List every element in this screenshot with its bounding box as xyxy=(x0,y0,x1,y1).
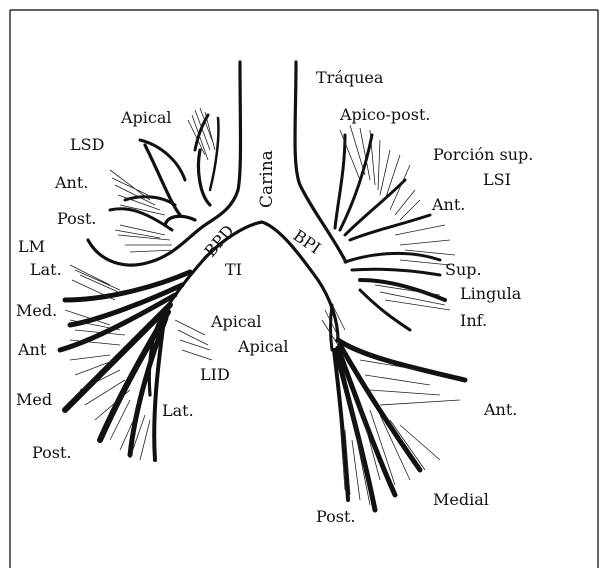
label-ant-lll: Ant. xyxy=(483,400,517,419)
label-bpi: BPI xyxy=(290,226,325,258)
label-apical-rll: Apical xyxy=(210,312,262,331)
label-lm: LM xyxy=(18,237,45,256)
label-post-rll: Post. xyxy=(32,443,71,462)
label-lat-rll: Lat. xyxy=(162,401,194,420)
label-apical-lll: Apical xyxy=(237,337,289,356)
label-medial-lll: Medial xyxy=(433,490,489,509)
label-apical-right: Apical xyxy=(120,108,172,127)
label-post-lll: Post. xyxy=(316,507,355,526)
label-sup-lingula: Sup. xyxy=(445,260,482,279)
label-med-ml: Med. xyxy=(16,301,57,320)
label-lat-ml: Lat. xyxy=(30,260,62,279)
label-ant-rul: Ant. xyxy=(54,173,88,192)
label-carina: Carina xyxy=(257,150,277,208)
label-lingula: Lingula xyxy=(460,284,522,303)
label-post-rul: Post. xyxy=(57,209,96,228)
label-trachea: Tráquea xyxy=(316,68,384,87)
label-ant-rll: Ant xyxy=(17,340,47,359)
label-inf-lingula: Inf. xyxy=(460,311,487,330)
label-ti: TI xyxy=(225,260,242,279)
label-lid: LID xyxy=(200,365,230,384)
right-lung-branches xyxy=(60,115,218,460)
label-porcion-sup: Porción sup. xyxy=(433,145,533,164)
label-lsd: LSD xyxy=(70,135,104,154)
label-lsi: LSI xyxy=(483,170,511,189)
label-ant-lul: Ant. xyxy=(431,195,465,214)
label-med-rll: Med xyxy=(16,390,52,409)
label-apico-post: Apico-post. xyxy=(339,105,431,124)
